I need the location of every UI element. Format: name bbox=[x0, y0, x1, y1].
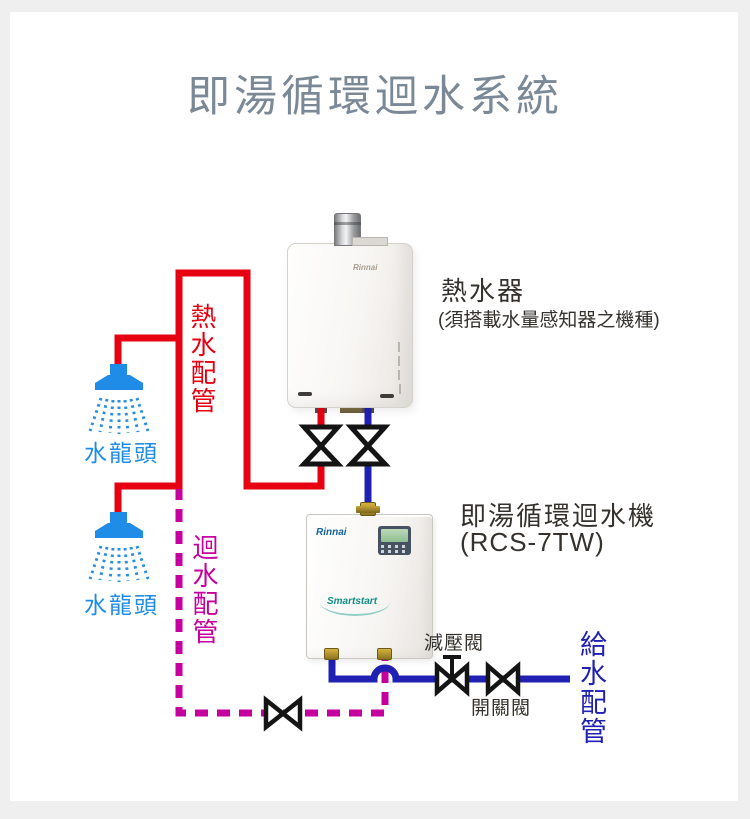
circulator-model: (RCS-7TW) bbox=[460, 527, 605, 557]
hot-water-pipe bbox=[114, 269, 325, 512]
faucet-label-bottom: 水龍頭 bbox=[84, 592, 159, 618]
hot-outlet-valve-icon bbox=[298, 424, 344, 467]
heater-vent bbox=[398, 356, 400, 366]
return-line-valve-icon bbox=[263, 695, 303, 732]
water-heater-illustration bbox=[287, 243, 413, 408]
faucet-icon bbox=[88, 512, 150, 582]
hot-pipe-label: 熱水配管 bbox=[187, 303, 217, 415]
heater-vent bbox=[398, 370, 400, 380]
circulator-top-fitting bbox=[356, 506, 380, 513]
circulator-lcd-buttons bbox=[381, 550, 408, 553]
cold-inlet-valve-icon bbox=[345, 424, 391, 467]
pressure-reducing-valve-icon bbox=[434, 655, 470, 697]
heater-flue-icon bbox=[334, 222, 361, 225]
heater-flue-bracket bbox=[352, 237, 388, 246]
circulator-sub-brand-logo: Smartstart bbox=[327, 596, 378, 607]
heater-vent bbox=[399, 384, 401, 394]
circulator-illustration bbox=[306, 514, 433, 659]
pipe-crossover-icon bbox=[328, 648, 570, 683]
heater-vent bbox=[398, 342, 400, 352]
heater-label: 熱水器 bbox=[441, 276, 526, 306]
circulator-bottom-fitting bbox=[377, 648, 392, 660]
faucet-label-top: 水龍頭 bbox=[84, 440, 159, 466]
return-pipe-label: 迴水配管 bbox=[189, 534, 219, 646]
on-off-valve-icon bbox=[485, 661, 521, 697]
circulator-label: 即湯循環迴水機 bbox=[460, 501, 657, 531]
faucet-icon bbox=[88, 364, 150, 434]
smartstart-swoosh-icon bbox=[320, 588, 390, 616]
heater-brand-logo: Rinnai bbox=[353, 263, 378, 272]
page-title: 即湯循環迴水系統 bbox=[187, 73, 563, 121]
circulator-brand-logo: Rinnai bbox=[316, 527, 347, 538]
on-off-valve-label: 開關閥 bbox=[471, 698, 532, 719]
pressure-reducing-valve-label: 減壓閥 bbox=[424, 633, 485, 654]
circulator-lcd-buttons bbox=[381, 545, 408, 548]
supply-pipe-label: 給水配管 bbox=[576, 630, 606, 746]
heater-mark bbox=[298, 392, 312, 396]
heater-fitting bbox=[340, 404, 362, 413]
circulator-bottom-fitting bbox=[324, 648, 339, 660]
circulator-lcd-screen bbox=[381, 529, 408, 542]
heater-mark bbox=[380, 394, 394, 398]
return-water-pipe bbox=[175, 489, 389, 717]
heater-note: (須搭載水量感知器之機種) bbox=[438, 310, 660, 331]
